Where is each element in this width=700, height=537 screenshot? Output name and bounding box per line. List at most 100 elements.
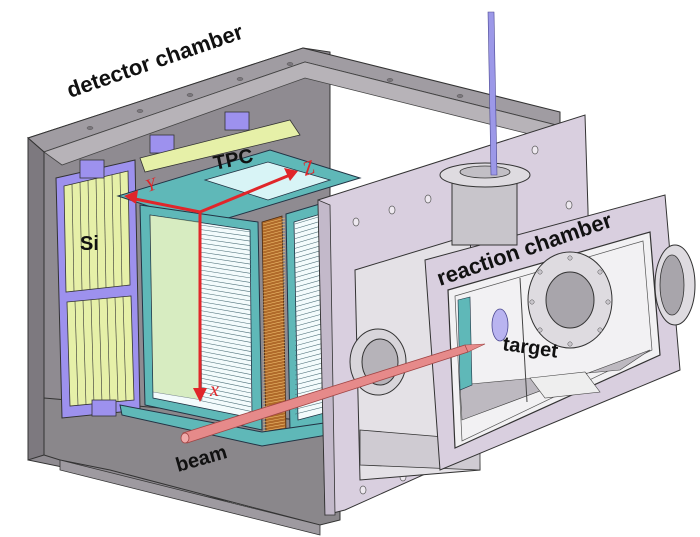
target-rod [487, 11, 498, 176]
field-cage-ring [262, 375, 286, 381]
tpc-wire [199, 278, 252, 288]
field-cage-ring [262, 266, 286, 273]
field-cage-ring [262, 290, 286, 297]
field-cage-ring [262, 269, 286, 276]
field-cage-ring [262, 347, 286, 354]
si-connector-top-3 [224, 111, 250, 131]
field-cage-ring [262, 238, 286, 246]
field-cage-ring [262, 241, 286, 249]
field-cage-ring [262, 372, 286, 378]
axis-y-line [129, 196, 201, 214]
tpc-wire [199, 260, 252, 270]
tpc-wire [199, 251, 252, 260]
si-strip [103, 176, 107, 288]
field-cage-ring [262, 296, 286, 303]
field-cage-ring [262, 263, 286, 270]
field-cage-ring [262, 390, 286, 396]
field-cage-ring [262, 272, 286, 279]
tpc-wire [199, 355, 252, 366]
reaction-chamber-inner-slot [529, 371, 601, 399]
tpc-wire [199, 301, 252, 311]
field-cage-ring [262, 350, 286, 357]
field-cage-ring [262, 396, 286, 402]
detector-chamber-floor-edge [59, 459, 321, 536]
tpc-wire [199, 233, 252, 242]
field-cage-ring [262, 260, 286, 267]
tpc-wire [199, 287, 252, 297]
si-strip [98, 298, 103, 404]
beam-tip [464, 343, 486, 353]
axis-x-arrowhead [193, 388, 207, 402]
label-si: Si [80, 233, 99, 255]
field-cage-ring [262, 387, 286, 393]
field-cage-ring [262, 284, 286, 291]
tpc-wire [199, 386, 252, 398]
field-cage-ring [262, 414, 286, 420]
tpc-wire [199, 373, 252, 385]
field-cage-ring [262, 423, 286, 429]
field-cage-ring [262, 332, 286, 339]
field-cage-ring [262, 329, 286, 336]
field-cage-ring [262, 353, 286, 360]
field-cage-ring [262, 305, 286, 312]
si-strip [87, 180, 91, 290]
tpc-wire [199, 310, 252, 320]
tpc-wire [199, 314, 252, 325]
reaction-chamber-flange-edge [317, 199, 336, 516]
field-cage-ring [262, 278, 286, 285]
top-port-bore [459, 165, 511, 179]
si-strip [79, 182, 83, 291]
axis-z-line [199, 173, 291, 214]
field-cage-ring [262, 384, 286, 390]
target-holder [491, 308, 509, 342]
tpc-wire [199, 296, 252, 306]
field-cage-ring [262, 369, 286, 375]
tpc-inner-grid [149, 214, 203, 401]
tpc-wire [199, 242, 252, 251]
field-cage-ring [262, 293, 286, 300]
field-cage-ring [262, 420, 286, 426]
axis-x-label: x [209, 379, 219, 401]
tpc-wire [199, 391, 252, 403]
beam [180, 343, 486, 444]
field-cage-ring [262, 223, 286, 231]
si-strip [71, 184, 75, 292]
field-cage-ring [262, 323, 286, 330]
field-cage-ring [262, 247, 286, 255]
si-panel-top [139, 119, 301, 173]
field-cage-ring [262, 363, 286, 369]
tpc-wire [199, 265, 252, 274]
field-cage-ring [262, 299, 286, 306]
tpc-edge-inside [457, 296, 473, 391]
tpc-wire [199, 364, 252, 375]
field-cage-ring [262, 381, 286, 387]
side-port-inner [659, 254, 685, 316]
tpc-wire [199, 395, 252, 408]
tpc-wire [199, 368, 252, 380]
tpc-wire [199, 269, 252, 279]
field-cage-ring [262, 360, 286, 366]
field-cage-ring [262, 317, 286, 324]
field-cage-ring [262, 326, 286, 333]
coordinate-axes: x Y Z [124, 156, 318, 402]
tpc-wire [199, 305, 252, 316]
field-cage-ring [262, 341, 286, 348]
si-connector-top-1 [79, 159, 105, 179]
tpc-wire [199, 359, 252, 371]
tpc-wire [199, 247, 252, 256]
tpc-wire [199, 283, 252, 293]
detector-chamber-left-wall [27, 136, 45, 461]
tpc-wire [199, 341, 252, 352]
tpc-wire [199, 346, 252, 357]
axis-y-arrowhead [124, 190, 138, 204]
beam-end [180, 432, 190, 444]
field-cage-ring [262, 302, 286, 309]
tpc-wire [199, 332, 252, 343]
field-cage-ring [262, 254, 286, 261]
tpc-wire [199, 292, 252, 302]
tpc-wire [199, 337, 252, 348]
tpc-wire [199, 377, 252, 389]
field-cage-ring [262, 281, 286, 288]
si-strip [119, 172, 123, 286]
